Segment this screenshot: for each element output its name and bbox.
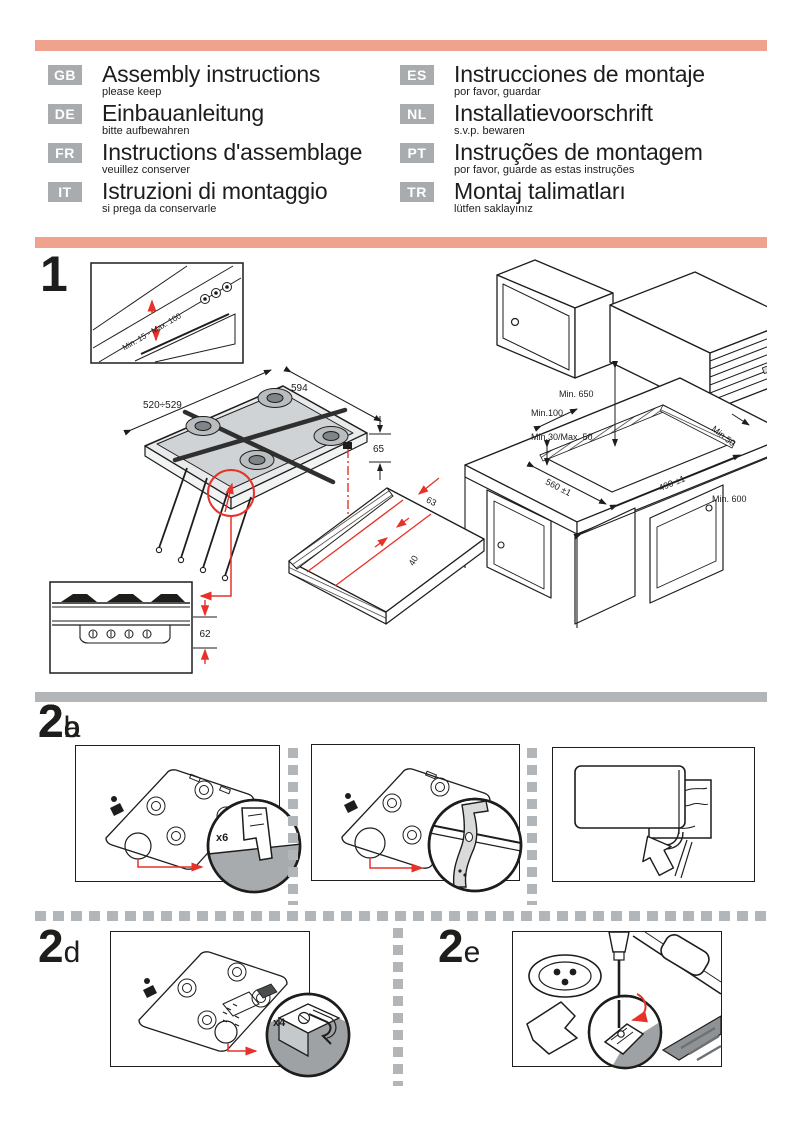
lang-title: Assembly instructions [102,61,321,87]
step-2a-number: 2a [38,695,81,747]
panel-2b [311,744,523,893]
clip-count-label: x6 [216,832,228,844]
lang-row-es: ES Instrucciones de montaje por favor, g… [400,62,705,101]
screwdriver-fixing-sketch [526,931,722,1070]
dim-hob-height: 65 [373,444,385,455]
divider-row2 [35,911,767,921]
hob-side-inset: 62 [49,516,232,674]
step-2d-number: 2d [38,920,81,972]
lang-note: lütfen saklayınız [454,203,533,215]
worktop-corner-detail: 63 40 [288,477,485,625]
section-accent-bar [35,237,767,248]
lang-code-badge: DE [48,104,82,124]
divider-2b-2c [527,748,537,905]
dim-cut-corner: 40 [407,554,421,568]
cabinet-hood-drawing: Min. 650 Min.100 Min.30/Max. 50 Min.50 5… [464,259,767,628]
screw-count-label: x4 [273,1017,286,1029]
lang-title: Istruzioni di montaggio [102,178,328,204]
lang-note: si prega da conservarle [102,203,217,215]
hob-underside-sketch [138,951,288,1056]
lang-row-tr: TR Montaj talimatları lütfen saklayınız [400,179,705,218]
lang-row-de: DE Einbauanleitung bitte aufbewahren [48,101,362,140]
lang-code-badge: GB [48,65,82,85]
lang-title: Instruções de montagem [454,139,703,165]
lang-row-nl: NL Installatievoorschrift s.v.p. bewaren [400,101,705,140]
hob-drawing: 520÷529 594 65 [123,366,391,582]
step-2b-number: 2b [38,695,81,747]
clip-magnifier: x6 [206,798,302,894]
divider-2d-2e [393,928,403,1086]
dim-rear-gap: Min.100 [531,408,563,418]
lang-code-badge: IT [48,182,82,202]
language-column-right: ES Instrucciones de montaje por favor, g… [400,62,705,218]
lang-note: bitte aufbewahren [102,125,190,137]
lang-code-badge: ES [400,65,434,85]
lang-row-fr: FR Instructions d'assemblage veuillez co… [48,140,362,179]
dim-below-depth: 62 [199,629,211,640]
hob-underside-sketch [105,769,255,872]
lang-code-badge: NL [400,104,434,124]
lang-code-badge: FR [48,143,82,163]
panel-2e [512,931,722,1070]
lang-note: please keep [102,86,162,98]
oven-clearance-inset: Min. 15 - Max. 100 [90,262,244,364]
step-2c-number: 2c [38,695,79,747]
panel-2c [552,747,755,882]
bracket-magnifier: x4 [265,992,351,1078]
dim-hob-width: 594 [291,383,308,394]
panel-2a: x6 [75,745,302,894]
lang-title: Installatievoorschrift [454,100,653,126]
top-accent-bar [35,40,767,51]
language-column-left: GB Assembly instructions please keep DE … [48,62,362,218]
lang-row-pt: PT Instruções de montagem por favor, gua… [400,140,705,179]
step-2e-number: 2e [438,920,481,972]
dim-hob-depth: 520÷529 [143,400,182,411]
sealing-strip-sketch [574,765,712,879]
lang-title: Einbauanleitung [102,100,264,126]
lang-row-it: IT Istruzioni di montaggio si prega da c… [48,179,362,218]
strap-magnifier [427,797,523,893]
section-divider-bar [35,692,767,702]
lang-title: Montaj talimatları [454,178,626,204]
panel-2d: x4 [110,931,351,1078]
lang-note: por favor, guardar [454,86,541,98]
lang-note: veuillez conserver [102,164,191,176]
lang-row-gb: GB Assembly instructions please keep [48,62,362,101]
lang-note: s.v.p. bewaren [454,125,525,137]
lang-code-badge: TR [400,182,434,202]
dim-thickness: Min.30/Max. 50 [531,432,593,442]
lang-title: Instructions d'assemblage [102,139,363,165]
dim-worktop-depth: Min. 600 [712,494,747,504]
step-1-number: 1 [40,246,68,302]
lang-title: Instrucciones de montaje [454,61,705,87]
lang-note: por favor, guarde as estas instruções [454,164,635,176]
dim-cut-edge: 63 [425,495,438,508]
divider-2a-2b [288,748,298,905]
step-1-drawing: Min. 650 Min.100 Min.30/Max. 50 Min.50 5… [49,259,767,674]
lang-code-badge: PT [400,143,434,163]
dim-hood-height: Min. 650 [559,389,594,399]
